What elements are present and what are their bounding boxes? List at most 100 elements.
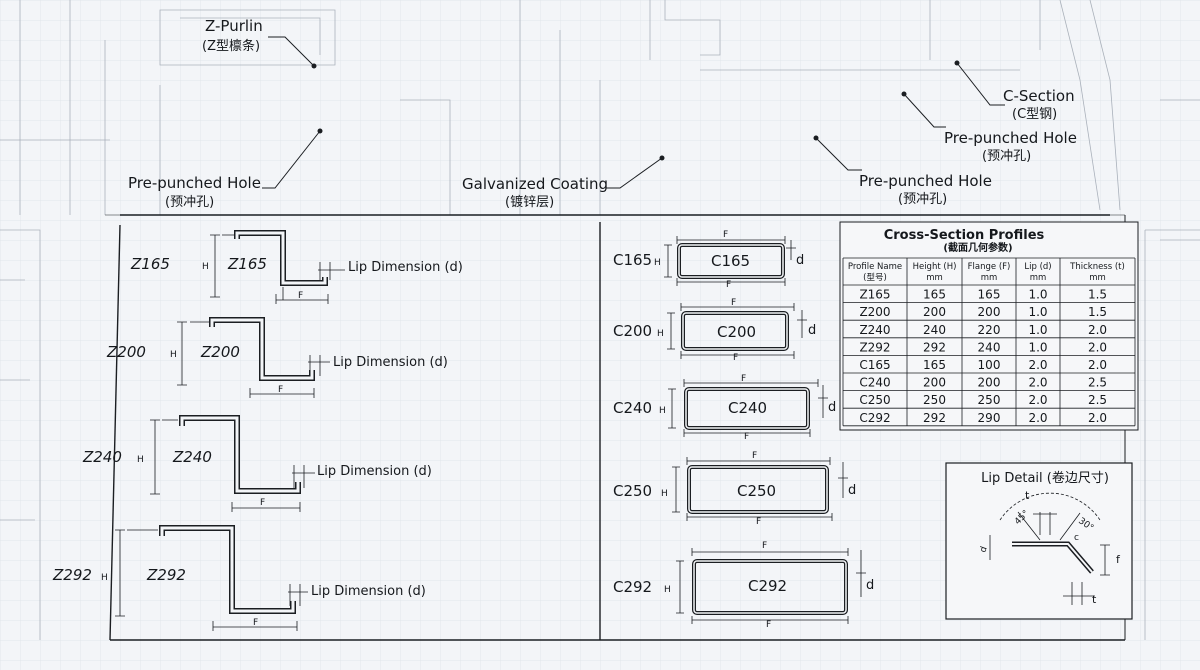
z165-name: Z165 <box>130 255 170 273</box>
callout-title: Pre-punched Hole <box>944 129 1077 147</box>
table-cell: C240 <box>859 376 890 390</box>
table-header-unit: (型号) <box>863 273 887 283</box>
table-title: Cross-Section Profiles <box>884 228 1045 243</box>
table-cell: 100 <box>978 358 1001 372</box>
c240-f-top: F <box>741 374 746 384</box>
c292-d: d <box>866 578 874 593</box>
table-cell: 2.0 <box>1028 393 1047 407</box>
z200-lip: Lip Dimension (d) <box>333 355 448 370</box>
c250-d: d <box>848 483 856 498</box>
callout-title: Galvanized Coating <box>462 175 608 193</box>
cross-section-table: Cross-Section Profiles (截面几何参数) Profile … <box>839 221 1139 431</box>
table-cell: 220 <box>978 323 1001 337</box>
table-cell: 1.0 <box>1028 305 1047 319</box>
table-header: Profile Name <box>848 262 902 272</box>
c292-f-top: F <box>762 541 767 551</box>
c-profile-c200 <box>667 303 807 359</box>
z-profile-z165 <box>210 230 345 304</box>
c240-h: H <box>659 406 666 416</box>
callout-sub: (预冲孔) <box>982 149 1031 164</box>
callout-pre-punched-mid: Pre-punched Hole (预冲孔) <box>813 135 992 207</box>
table-cell: 1.0 <box>1028 288 1047 302</box>
table-cell: 1.0 <box>1028 340 1047 354</box>
c-profile-c165 <box>664 236 796 286</box>
z240-f: F <box>260 498 265 508</box>
lip-d-label: d <box>978 545 989 554</box>
c240-f-bottom: F <box>744 432 749 442</box>
c250-name: C250 <box>613 482 652 500</box>
c-profile-c292 <box>676 548 866 624</box>
callout-title: C-Section <box>1003 87 1075 105</box>
c200-inner: C200 <box>717 323 756 341</box>
z-profile-z240 <box>150 415 315 512</box>
c240-d: d <box>828 400 836 415</box>
lip-detail-panel: Lip Detail (卷边尺寸) t t 45° 30° d c f <box>945 462 1133 620</box>
c292-h: H <box>664 585 671 595</box>
callout-title: Pre-punched Hole <box>128 174 261 192</box>
lip-t-bottom: t <box>1092 593 1097 606</box>
table-cell: C250 <box>859 393 890 407</box>
lip-t-top: t <box>1025 489 1030 502</box>
table-cell: Z240 <box>859 323 890 337</box>
table-header: Thickness (t) <box>1069 262 1125 272</box>
z292-name: Z292 <box>52 566 92 584</box>
table-cell: 2.0 <box>1088 323 1107 337</box>
callout-pre-punched-right: Pre-punched Hole (预冲孔) <box>901 91 1077 164</box>
table-cell: 2.0 <box>1028 411 1047 425</box>
callout-galvanized: Galvanized Coating (镀锌层) <box>462 155 665 210</box>
z200-inner: Z200 <box>200 343 240 361</box>
table-header-unit: mm <box>981 273 998 283</box>
c240-inner: C240 <box>728 399 767 417</box>
table-cell: 250 <box>978 393 1001 407</box>
table-cell: 2.0 <box>1088 340 1107 354</box>
c200-name: C200 <box>613 322 652 340</box>
c165-name: C165 <box>613 251 652 269</box>
c250-f-bottom: F <box>756 517 761 527</box>
table-cell: 165 <box>978 288 1001 302</box>
table-cell: 2.0 <box>1088 358 1107 372</box>
z165-lip: Lip Dimension (d) <box>348 260 463 275</box>
callout-pre-punched-left: Pre-punched Hole (预冲孔) <box>128 128 323 210</box>
callout-dot <box>659 155 665 161</box>
z-profile-z292 <box>115 525 308 631</box>
callout-c-section: C-Section (C型钢) <box>954 60 1075 122</box>
z240-lip: Lip Dimension (d) <box>317 464 432 479</box>
table-cell: 292 <box>923 340 946 354</box>
callout-sub: (预冲孔) <box>898 192 947 207</box>
table-header-unit: mm <box>1030 273 1047 283</box>
table-cell: Z292 <box>859 340 890 354</box>
c250-h: H <box>661 489 668 499</box>
c240-name: C240 <box>613 399 652 417</box>
c200-h: H <box>657 329 664 339</box>
callout-dot <box>954 60 960 66</box>
lip-c-label: c <box>1074 533 1079 543</box>
lip-detail-title: Lip Detail (卷边尺寸) <box>981 470 1109 486</box>
table-cell: 2.0 <box>1028 376 1047 390</box>
callout-sub: (Z型檩条) <box>202 38 260 54</box>
z-profile-z200 <box>177 317 330 398</box>
c165-d: d <box>796 253 804 268</box>
table-cell: 200 <box>923 376 946 390</box>
z240-h: H <box>137 455 144 465</box>
c165-f-top: F <box>723 230 728 240</box>
c165-h: H <box>654 258 661 268</box>
c250-inner: C250 <box>737 482 776 500</box>
table-cell: 165 <box>923 358 946 372</box>
table-header: Flange (F) <box>968 262 1011 272</box>
c292-name: C292 <box>613 578 652 596</box>
table-cell: 250 <box>923 393 946 407</box>
table-cell: 240 <box>923 323 946 337</box>
table-cell: C165 <box>859 358 890 372</box>
c292-inner: C292 <box>748 577 787 595</box>
c292-f-bottom: F <box>766 620 771 630</box>
table-cell: 240 <box>978 340 1001 354</box>
callout-dot <box>813 135 819 141</box>
callout-sub: (镀锌层) <box>505 194 554 210</box>
c165-inner: C165 <box>711 252 750 270</box>
z292-lip: Lip Dimension (d) <box>311 584 426 599</box>
table-header: Height (H) <box>913 262 957 272</box>
c200-d: d <box>808 323 816 338</box>
table-cell: 1.0 <box>1028 323 1047 337</box>
table-cell: 2.0 <box>1028 358 1047 372</box>
